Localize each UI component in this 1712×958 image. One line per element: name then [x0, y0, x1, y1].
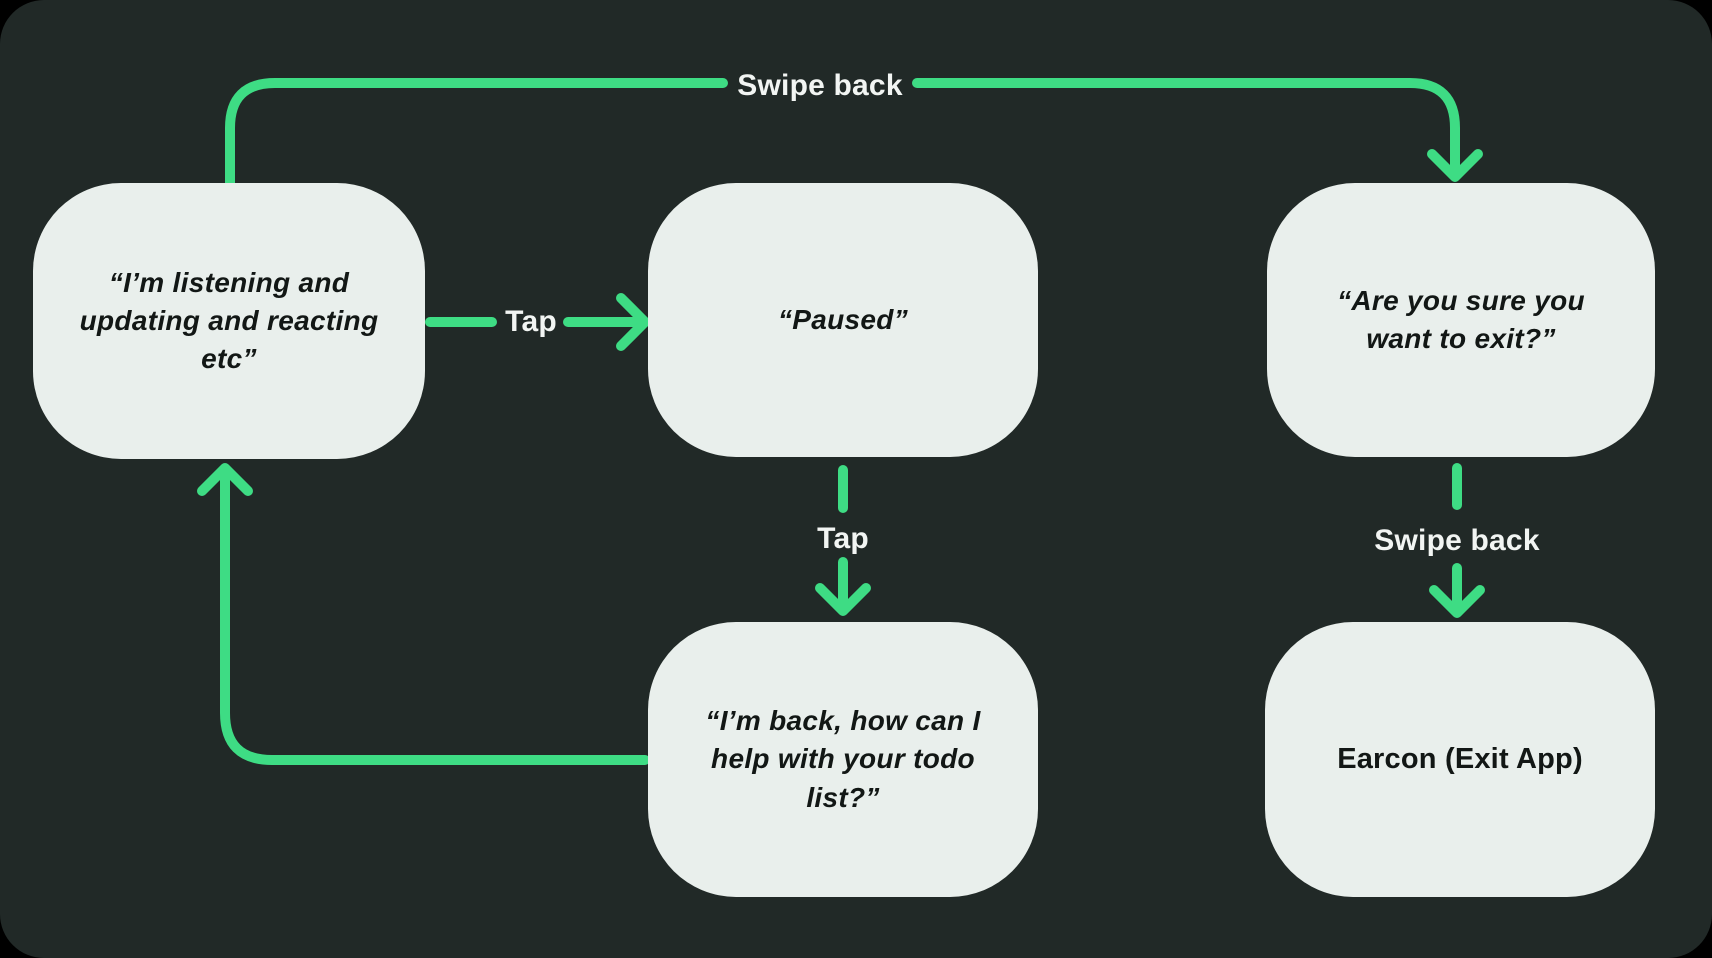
- node-back-helping[interactable]: “I’m back, how can I help with your todo…: [648, 622, 1038, 897]
- edge-swipe-back-top-right-segment: [912, 78, 1460, 178]
- node-paused[interactable]: “Paused”: [648, 183, 1038, 457]
- arrowhead-down-into-back-helping: [815, 583, 871, 616]
- node-confirm-exit[interactable]: “Are you sure you want to exit?”: [1267, 183, 1655, 457]
- edge-label-tap-horizontal: Tap: [505, 305, 557, 338]
- node-earcon-exit[interactable]: Earcon (Exit App): [1265, 622, 1655, 897]
- node-confirm-exit-text: “Are you sure you want to exit?”: [1337, 284, 1585, 354]
- edge-label-tap-vertical: Tap: [817, 522, 869, 555]
- node-listening-text: “I’m listening and updating and reacting…: [79, 266, 379, 375]
- arrowhead-up-into-listening: [197, 463, 253, 496]
- edge-loop-back-segment: [220, 467, 650, 765]
- arrowhead-right-into-paused: [616, 293, 650, 351]
- node-listening[interactable]: “I’m listening and updating and reacting…: [33, 183, 425, 459]
- edge-swipe-back-top-left-segment: [225, 78, 728, 191]
- arrowhead-down-into-earcon: [1429, 585, 1485, 618]
- edge-label-swipe-back-vertical: Swipe back: [1374, 524, 1540, 557]
- node-earcon-exit-text: Earcon (Exit App): [1337, 742, 1583, 775]
- node-paused-text: “Paused”: [778, 303, 908, 335]
- edge-label-swipe-back-top: Swipe back: [737, 69, 903, 102]
- node-back-helping-text: “I’m back, how can I help with your todo…: [705, 705, 981, 813]
- arrowhead-down-into-confirm-exit: [1427, 149, 1483, 182]
